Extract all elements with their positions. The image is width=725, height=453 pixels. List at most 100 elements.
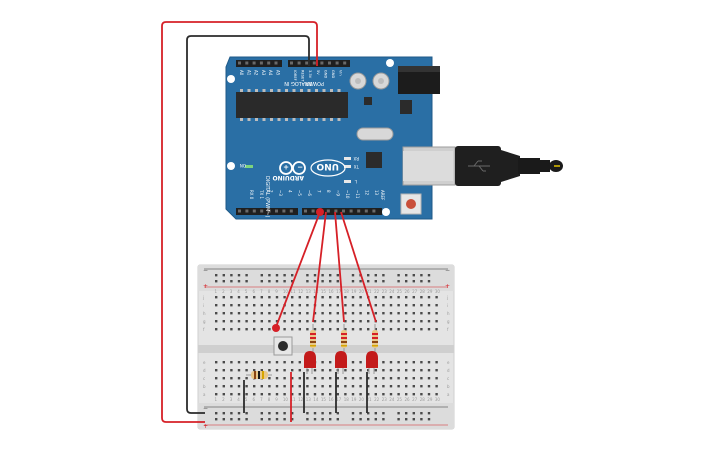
header-pin[interactable] [357, 209, 361, 213]
breadboard-hole[interactable] [298, 393, 301, 396]
breadboard-hole[interactable] [260, 328, 263, 331]
header-pin[interactable] [328, 61, 331, 65]
breadboard-hole[interactable] [230, 296, 233, 299]
breadboard-hole[interactable] [427, 393, 431, 396]
rail-hole[interactable] [245, 418, 248, 421]
breadboard-hole[interactable] [367, 393, 370, 396]
breadboard-hole[interactable] [222, 312, 225, 315]
breadboard-hole[interactable] [359, 361, 362, 364]
breadboard-hole[interactable] [412, 377, 415, 380]
rail-hole[interactable] [336, 412, 339, 415]
wire-led-1[interactable] [312, 211, 327, 323]
breadboard-hole[interactable] [336, 328, 339, 331]
rail-hole[interactable] [306, 412, 309, 415]
breadboard-hole[interactable] [268, 320, 271, 323]
breadboard-hole[interactable] [389, 320, 393, 323]
breadboard-hole[interactable] [222, 320, 225, 323]
breadboard-hole[interactable] [374, 369, 377, 372]
breadboard-hole[interactable] [268, 369, 271, 372]
rail-hole[interactable] [313, 418, 317, 421]
rail-hole[interactable] [427, 280, 431, 283]
breadboard-hole[interactable] [268, 377, 271, 380]
header-pin[interactable] [335, 61, 339, 65]
rail-hole[interactable] [283, 412, 286, 415]
breadboard-hole[interactable] [237, 320, 241, 323]
breadboard-hole[interactable] [351, 296, 355, 299]
rail-hole[interactable] [382, 274, 385, 277]
breadboard-hole[interactable] [397, 377, 400, 380]
breadboard-hole[interactable] [215, 296, 218, 299]
breadboard-hole[interactable] [283, 320, 286, 323]
breadboard-hole[interactable] [245, 377, 248, 380]
breadboard-hole[interactable] [237, 312, 241, 315]
rail-hole[interactable] [230, 412, 233, 415]
breadboard-hole[interactable] [260, 312, 263, 315]
rail-hole[interactable] [260, 274, 263, 277]
rail-hole[interactable] [313, 274, 317, 277]
rail-hole[interactable] [291, 274, 294, 277]
rail-hole[interactable] [306, 274, 309, 277]
breadboard-hole[interactable] [359, 304, 362, 307]
rail-hole[interactable] [367, 274, 370, 277]
breadboard-hole[interactable] [291, 320, 294, 323]
breadboard-hole[interactable] [291, 393, 294, 396]
rail-hole[interactable] [420, 418, 423, 421]
breadboard-hole[interactable] [367, 304, 370, 307]
breadboard-hole[interactable] [420, 377, 423, 380]
breadboard-hole[interactable] [253, 385, 256, 388]
breadboard-hole[interactable] [268, 304, 271, 307]
breadboard-hole[interactable] [253, 320, 256, 323]
breadboard-hole[interactable] [306, 312, 309, 315]
rail-hole[interactable] [237, 274, 241, 277]
breadboard-hole[interactable] [374, 377, 377, 380]
breadboard-hole[interactable] [283, 296, 286, 299]
breadboard-hole[interactable] [329, 296, 332, 299]
rail-hole[interactable] [405, 412, 408, 415]
header-pin[interactable] [311, 209, 315, 213]
rail-hole[interactable] [397, 418, 400, 421]
rail-hole[interactable] [245, 274, 248, 277]
breadboard-hole[interactable] [405, 377, 408, 380]
breadboard-hole[interactable] [230, 385, 233, 388]
rail-hole[interactable] [230, 280, 233, 283]
breadboard-hole[interactable] [359, 328, 362, 331]
header-pin[interactable] [267, 61, 271, 65]
breadboard-hole[interactable] [344, 328, 347, 331]
header-pin[interactable] [364, 209, 368, 213]
breadboard-hole[interactable] [222, 377, 225, 380]
breadboard-hole[interactable] [237, 385, 241, 388]
breadboard-hole[interactable] [382, 328, 385, 331]
breadboard-hole[interactable] [382, 385, 385, 388]
rail-hole[interactable] [359, 280, 362, 283]
breadboard-hole[interactable] [359, 320, 362, 323]
breadboard-hole[interactable] [298, 361, 301, 364]
rail-hole[interactable] [351, 274, 355, 277]
breadboard-hole[interactable] [306, 328, 309, 331]
rail-hole[interactable] [245, 412, 248, 415]
breadboard-hole[interactable] [351, 328, 355, 331]
rail-hole[interactable] [427, 412, 431, 415]
breadboard-hole[interactable] [435, 296, 438, 299]
breadboard-hole[interactable] [222, 361, 225, 364]
breadboard-hole[interactable] [351, 312, 355, 315]
breadboard-hole[interactable] [291, 304, 294, 307]
breadboard-hole[interactable] [382, 320, 385, 323]
header-pin[interactable] [343, 61, 347, 65]
breadboard-hole[interactable] [420, 320, 423, 323]
usb-cable[interactable] [455, 146, 563, 186]
breadboard-hole[interactable] [321, 361, 324, 364]
rail-hole[interactable] [275, 418, 279, 421]
breadboard-hole[interactable] [222, 328, 225, 331]
rail-hole[interactable] [275, 280, 279, 283]
breadboard-hole[interactable] [260, 296, 263, 299]
breadboard-hole[interactable] [382, 312, 385, 315]
rail-hole[interactable] [382, 280, 385, 283]
breadboard-hole[interactable] [405, 296, 408, 299]
breadboard-hole[interactable] [397, 304, 400, 307]
breadboard-hole[interactable] [321, 312, 324, 315]
breadboard-hole[interactable] [215, 377, 218, 380]
breadboard-hole[interactable] [222, 393, 225, 396]
breadboard-hole[interactable] [253, 361, 256, 364]
breadboard-hole[interactable] [253, 304, 256, 307]
